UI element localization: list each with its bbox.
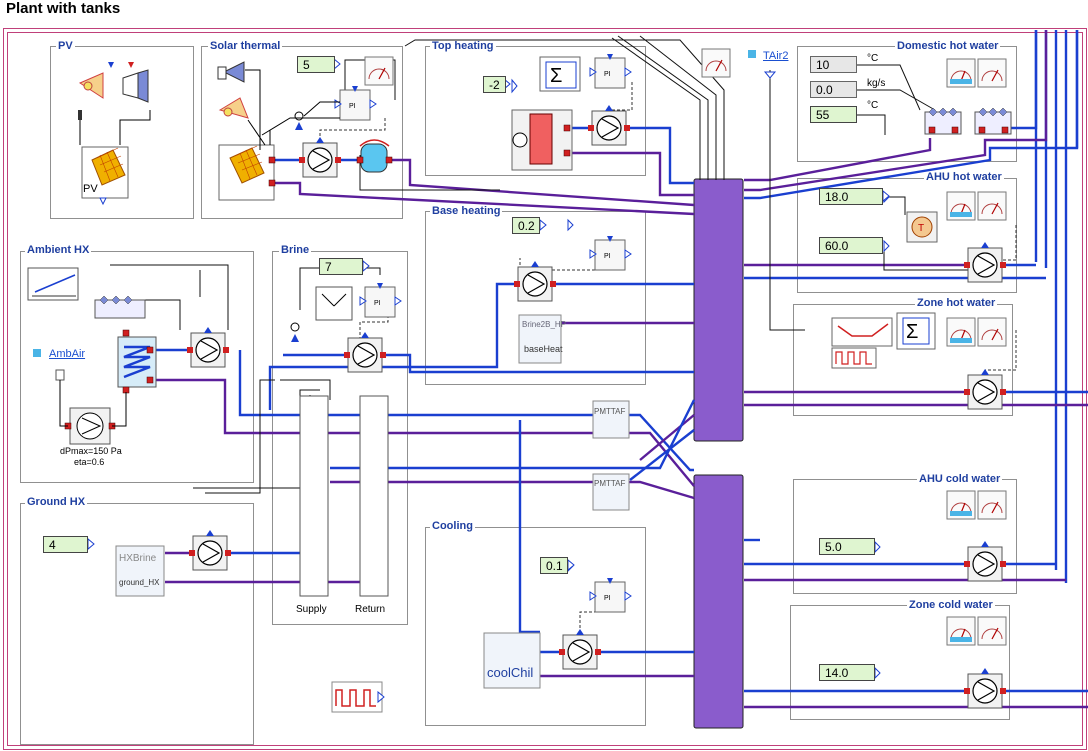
svg-text:T: T bbox=[918, 223, 924, 234]
ahu-hot-setpoint-2[interactable]: 60.0 bbox=[819, 237, 883, 254]
tair2-link[interactable]: TAir2 bbox=[763, 50, 789, 62]
group-top-heating[interactable] bbox=[425, 46, 646, 176]
ground-hx-block-label: ground_HX bbox=[119, 578, 160, 587]
group-ahu-hot-water-label: AHU hot water bbox=[924, 171, 1004, 183]
base-heating-setpoint[interactable]: 0.2 bbox=[512, 217, 540, 234]
brine-setpoint[interactable]: 7 bbox=[319, 258, 363, 275]
group-zone-cold-water[interactable] bbox=[790, 605, 1010, 720]
zone-cold-setpoint[interactable]: 14.0 bbox=[819, 664, 875, 681]
dhw-temp-value[interactable]: 10 bbox=[810, 56, 857, 73]
coolchil-label: coolChil bbox=[487, 665, 534, 680]
group-pv[interactable] bbox=[50, 46, 194, 219]
group-base-heating-label: Base heating bbox=[430, 205, 503, 217]
page-title: Plant with tanks bbox=[6, 0, 121, 17]
fan-params-1: dPmax=150 Pa bbox=[60, 446, 122, 456]
group-ground-hx-label: Ground HX bbox=[25, 496, 88, 508]
supply-label: Supply bbox=[296, 604, 327, 615]
svg-text:Σ: Σ bbox=[906, 321, 918, 343]
group-cooling-label: Cooling bbox=[430, 520, 475, 532]
dhw-flow-value[interactable]: 0.0 bbox=[810, 81, 857, 98]
cooling-setpoint[interactable]: 0.1 bbox=[540, 557, 568, 574]
group-base-heating[interactable] bbox=[425, 211, 646, 385]
hxbrine-label: HXBrine bbox=[119, 553, 157, 564]
ground-setpoint[interactable]: 4 bbox=[43, 536, 88, 553]
baseheat-label: baseHeat bbox=[524, 344, 563, 354]
group-pv-label: PV bbox=[56, 40, 75, 52]
inner-frame bbox=[7, 32, 1083, 746]
solar-setpoint-value[interactable]: 5 bbox=[297, 56, 335, 73]
dhw-temp-unit: °C bbox=[867, 53, 879, 64]
group-ground-hx[interactable] bbox=[20, 503, 254, 745]
group-ahu-cold-water[interactable] bbox=[793, 479, 1017, 594]
outer-frame bbox=[3, 28, 1087, 750]
pmttaf-2-label: PMTTAF bbox=[594, 479, 626, 488]
group-ambient-hx-label: Ambient HX bbox=[25, 244, 92, 256]
brine2b-hp-label: Brine2B_HP bbox=[522, 320, 567, 329]
group-zone-cold-water-label: Zone cold water bbox=[907, 599, 995, 611]
group-ahu-cold-water-label: AHU cold water bbox=[917, 473, 1003, 485]
ahu-hot-setpoint-1[interactable]: 18.0 bbox=[819, 188, 883, 205]
ambair-link[interactable]: AmbAir bbox=[49, 348, 86, 360]
return-label: Return bbox=[355, 604, 386, 615]
top-heating-offset-value[interactable]: -2 bbox=[483, 76, 506, 93]
svg-text:Σ: Σ bbox=[550, 65, 562, 87]
fan-params-2: eta=0.6 bbox=[74, 457, 105, 467]
pv-block-label: PV bbox=[83, 183, 98, 195]
group-solar-thermal[interactable] bbox=[201, 46, 403, 219]
group-top-heating-label: Top heating bbox=[430, 40, 496, 52]
group-brine-label: Brine bbox=[279, 244, 312, 256]
ahu-cold-setpoint[interactable]: 5.0 bbox=[819, 538, 875, 555]
group-zone-hot-water[interactable] bbox=[793, 304, 1013, 416]
group-domestic-hot-water-label: Domestic hot water bbox=[895, 40, 1001, 52]
group-cooling[interactable] bbox=[425, 527, 646, 726]
group-brine[interactable] bbox=[272, 251, 408, 625]
group-ambient-hx[interactable] bbox=[20, 251, 254, 483]
dhw-supply-value[interactable]: 55 bbox=[810, 106, 857, 123]
group-zone-hot-water-label: Zone hot water bbox=[915, 297, 998, 309]
dhw-supply-unit: °C bbox=[867, 100, 879, 111]
group-solar-thermal-label: Solar thermal bbox=[208, 40, 283, 52]
pmttaf-1-label: PMTTAF bbox=[594, 407, 626, 416]
dhw-flow-unit: kg/s bbox=[867, 78, 886, 89]
